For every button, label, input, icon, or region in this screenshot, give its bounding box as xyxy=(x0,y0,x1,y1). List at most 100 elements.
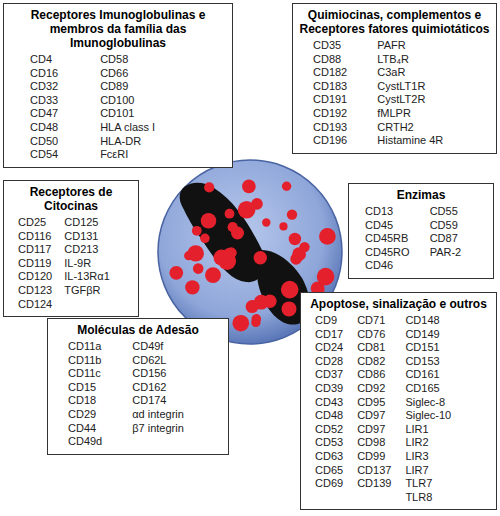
marker-name: CD28 xyxy=(315,355,343,369)
marker-name: CD193 xyxy=(313,121,347,135)
marker-column: CD71CD76CD81CD82CD86CD92CD95CD97CD97CD98… xyxy=(357,314,391,504)
marker-name: CD92 xyxy=(357,382,391,396)
marker-name: CD11c xyxy=(68,367,102,381)
marker-name: CD89 xyxy=(100,80,155,94)
marker-name: CD183 xyxy=(313,80,347,94)
marker-name: CD4 xyxy=(30,53,58,67)
marker-group-box: Receptores Imunoglobulinas e membros da … xyxy=(3,3,233,168)
marker-column: CD25CD116CD117CD119CD120CD123CD124 xyxy=(18,216,52,311)
marker-name: LIR7 xyxy=(405,464,451,478)
marker-name: CD162 xyxy=(132,381,184,395)
marker-columns: CD13CD45CD45RBCD45ROCD46 CD55CD59CD87PAR-… xyxy=(355,205,487,273)
marker-column: CD11aCD11bCD11cCD15CD18CD29CD44CD49d xyxy=(68,340,102,449)
granule xyxy=(193,263,204,274)
marker-name: CD97 xyxy=(357,423,391,437)
marker-name: LIR2 xyxy=(405,436,451,450)
marker-name: CD18 xyxy=(68,394,102,408)
granule xyxy=(262,218,270,226)
group-heading: Moléculas de Adesão xyxy=(54,323,222,337)
marker-group-box: EnzimasCD13CD45CD45RBCD45ROCD46CD55CD59C… xyxy=(348,183,494,279)
marker-name: TGFβR xyxy=(64,284,110,298)
marker-name: CD120 xyxy=(18,270,52,284)
marker-column: CD55CD59CD87PAR-2 xyxy=(430,205,462,273)
marker-name: HLA class I xyxy=(100,121,155,135)
marker-name: CD45 xyxy=(365,219,410,233)
marker-name: CD48 xyxy=(30,121,58,135)
marker-name: CD82 xyxy=(357,355,391,369)
marker-name: CD76 xyxy=(357,328,391,342)
marker-name: CD50 xyxy=(30,135,58,149)
marker-name: β7 integrin xyxy=(132,422,184,436)
marker-name: CD53 xyxy=(315,436,343,450)
marker-name: Siglec-8 xyxy=(405,396,451,410)
marker-column: CD13CD45CD45RBCD45ROCD46 xyxy=(365,205,410,273)
marker-name: CD48 xyxy=(315,409,343,423)
granule xyxy=(204,182,214,192)
marker-group-box: Moléculas de AdesãoCD11aCD11bCD11cCD15CD… xyxy=(47,318,229,455)
marker-name: CD165 xyxy=(405,382,451,396)
marker-name: CD174 xyxy=(132,394,184,408)
granule xyxy=(292,247,306,261)
marker-name: CD100 xyxy=(100,94,155,108)
marker-column: CD4CD16CD32CD33CD47CD48CD50CD54 xyxy=(30,53,58,162)
marker-group-box: Receptores de CitocinasCD25CD116CD117CD1… xyxy=(3,180,139,317)
marker-name: CD124 xyxy=(18,298,52,312)
marker-columns: CD11aCD11bCD11cCD15CD18CD29CD44CD49d CD49… xyxy=(54,340,222,449)
granule xyxy=(254,295,269,310)
marker-columns: CD35CD88CD182CD183CD191CD192CD193CD196PA… xyxy=(299,39,490,148)
marker-name: CD119 xyxy=(18,257,52,271)
marker-name: Siglec-10 xyxy=(405,409,451,423)
granule xyxy=(287,209,297,219)
marker-column: CD49fCD62LCD156CD162CD174αd integrinβ7 i… xyxy=(132,340,184,449)
marker-name: CD66 xyxy=(100,67,155,81)
marker-column: CD9CD17CD24CD28CD37CD39CD43CD48CD52CD53C… xyxy=(315,314,343,504)
marker-name: CD139 xyxy=(357,477,391,491)
marker-name: CD156 xyxy=(132,367,184,381)
granule xyxy=(319,228,336,245)
marker-name: IL-9R xyxy=(64,257,110,271)
marker-name: PAFR xyxy=(377,39,443,53)
marker-name: CD137 xyxy=(357,464,391,478)
marker-name: CystLT2R xyxy=(377,93,443,107)
granule xyxy=(282,301,297,316)
marker-name: CD25 xyxy=(18,216,52,230)
marker-name: CD86 xyxy=(357,368,391,382)
marker-name: CD35 xyxy=(313,39,347,53)
granule xyxy=(205,267,221,283)
marker-name: TLR8 xyxy=(405,491,451,505)
granule xyxy=(279,222,287,230)
marker-name: CD65 xyxy=(315,464,343,478)
granule xyxy=(224,248,236,260)
marker-name: CD32 xyxy=(30,80,58,94)
marker-columns: CD25CD116CD117CD119CD120CD123CD124 CD125C… xyxy=(10,216,132,311)
marker-name: CD95 xyxy=(357,396,391,410)
marker-name: CD37 xyxy=(315,368,343,382)
marker-name: CD101 xyxy=(100,107,155,121)
marker-name: CD16 xyxy=(30,67,58,81)
marker-name: CD63 xyxy=(315,450,343,464)
granule xyxy=(238,201,256,219)
group-heading: Apoptose, sinalização e outros xyxy=(307,297,490,311)
granule xyxy=(228,222,238,232)
marker-name: CD192 xyxy=(313,107,347,121)
marker-name: CD47 xyxy=(30,107,58,121)
marker-name: CD54 xyxy=(30,148,58,162)
marker-name: CD39 xyxy=(315,382,343,396)
marker-column: CD125CD131CD213IL-9RIL-13Rα1TGFβR xyxy=(64,216,110,311)
granule xyxy=(317,268,335,286)
marker-group-box: Quimiocinas, complementos e Receptores f… xyxy=(292,3,497,154)
granule xyxy=(225,209,235,219)
marker-name: CD33 xyxy=(30,94,58,108)
marker-name: PAR-2 xyxy=(430,246,462,260)
marker-column: CD148CD149CD151CD153CD161CD165Siglec-8Si… xyxy=(405,314,451,504)
marker-name: LTB₄R xyxy=(377,53,443,67)
marker-name: CD88 xyxy=(313,53,347,67)
marker-name: CD45RO xyxy=(365,246,410,260)
marker-name: CD116 xyxy=(18,230,52,244)
marker-name: CRTH2 xyxy=(377,121,443,135)
granule xyxy=(242,180,256,194)
marker-name: CD196 xyxy=(313,134,347,148)
marker-name: CD151 xyxy=(405,341,451,355)
marker-column: PAFRLTB₄RC3aRCystLT1RCystLT2RfMLPRCRTH2H… xyxy=(377,39,443,148)
marker-name: CD69 xyxy=(315,477,343,491)
